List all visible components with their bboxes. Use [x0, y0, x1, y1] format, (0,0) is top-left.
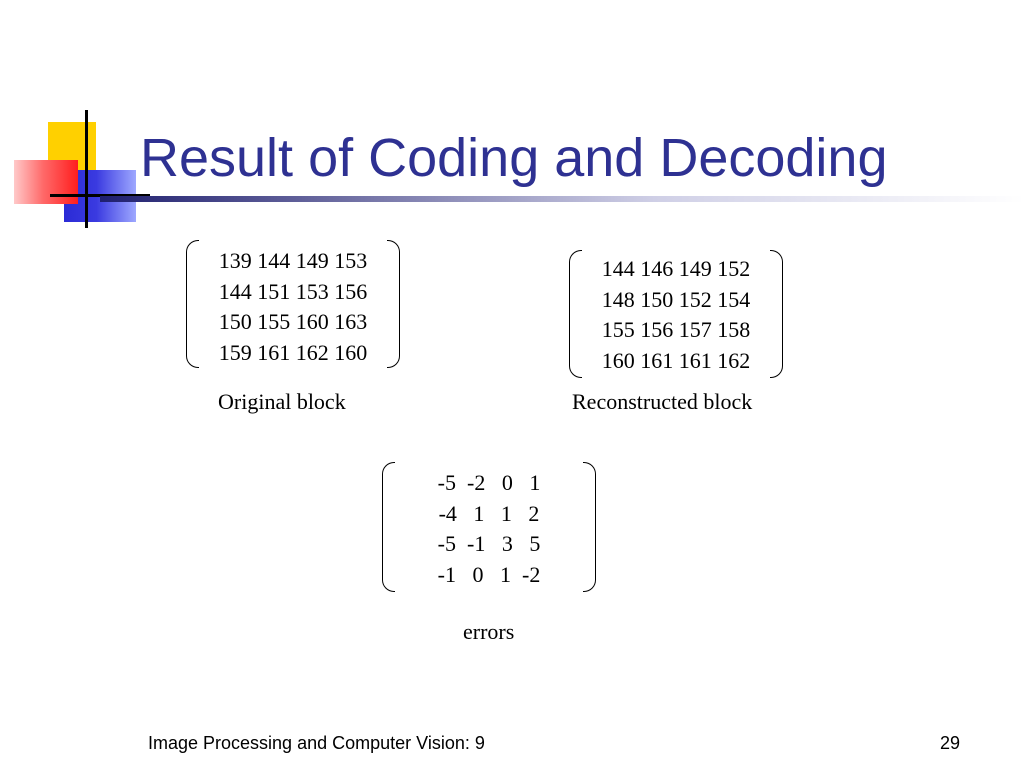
matrix-row: -1 0 1 -2 — [437, 561, 541, 587]
logo-horizontal-line — [50, 194, 150, 197]
matrix-row: -5 -2 0 1 — [437, 470, 541, 495]
matrix-row: 159 161 162 160 — [218, 339, 368, 365]
footer-page-number: 29 — [940, 733, 961, 753]
matrix-row: 148 150 152 154 — [601, 286, 751, 312]
slide-logo-decoration — [0, 0, 150, 240]
matrix-row: -5 -1 3 5 — [437, 531, 541, 556]
logo-red-square — [14, 160, 78, 204]
original-block-matrix: 139 144 149 153 144 151 153 156 150 155 … — [186, 240, 400, 368]
footer-course-title: Image Processing and Computer Vision: 9 — [148, 733, 485, 753]
matrix-row: -4 1 1 2 — [438, 500, 540, 526]
matrix-row: 160 161 161 162 — [601, 347, 751, 373]
matrix-row: 144 146 149 152 — [601, 256, 751, 281]
reconstructed-block-caption: Reconstructed block — [572, 389, 753, 414]
matrix-row: 139 144 149 153 — [218, 248, 368, 273]
logo-vertical-line — [85, 110, 88, 228]
matrix-row: 155 156 157 158 — [601, 317, 751, 342]
errors-matrix: -5 -2 0 1 -4 1 1 2 -5 -1 3 5 -1 0 1 -2 — [382, 462, 596, 592]
matrix-row: 144 151 153 156 — [218, 278, 368, 304]
title-underline-rule — [100, 196, 1024, 202]
original-block-caption: Original block — [218, 389, 346, 414]
errors-caption: errors — [463, 619, 515, 644]
reconstructed-block-matrix: 144 146 149 152 148 150 152 154 155 156 … — [569, 250, 783, 378]
slide-title: Result of Coding and Decoding — [140, 128, 888, 188]
matrix-row: 150 155 160 163 — [218, 309, 368, 334]
